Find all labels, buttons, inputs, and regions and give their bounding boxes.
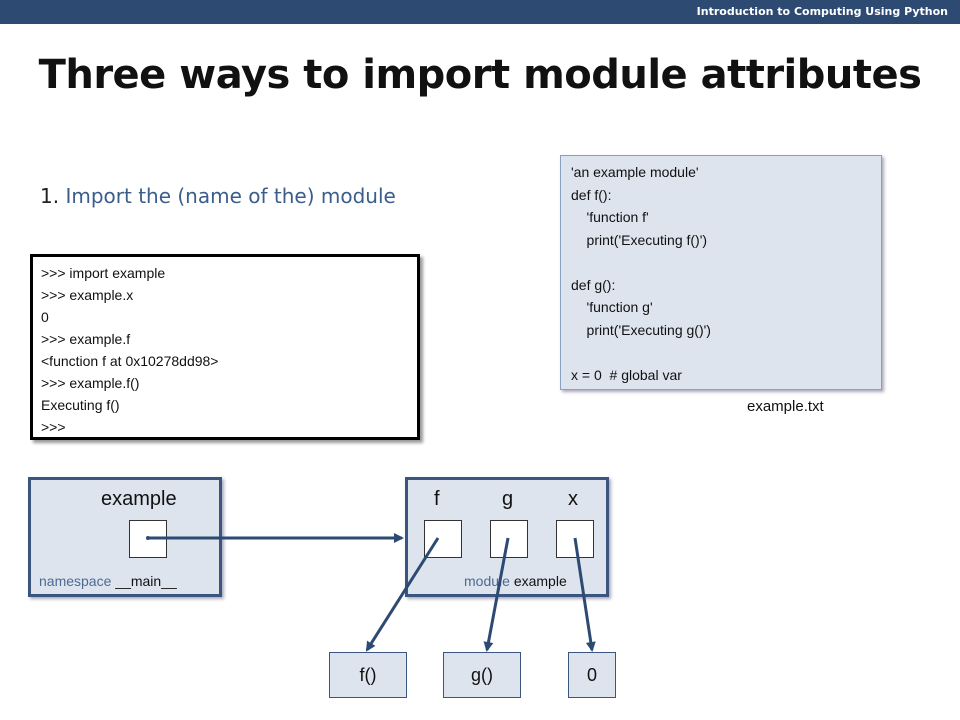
bullet-number: 1.: [40, 184, 60, 208]
object-function-g: g(): [443, 652, 521, 698]
caption-name: example: [513, 573, 567, 589]
source-line: print('Executing f()'): [571, 231, 708, 248]
arrow-x-to-zero: [573, 537, 596, 652]
shell-line: 0: [41, 309, 49, 325]
slide-title: Three ways to import module attributes: [38, 52, 922, 98]
name-x: x: [568, 488, 578, 510]
source-line: x = 0 # global var: [571, 366, 682, 383]
caption-prefix: namespace: [39, 573, 112, 589]
shell-line: >>> example.f: [41, 331, 131, 347]
shell-line: <function f at 0x10278dd98>: [41, 353, 219, 369]
shell-line: >>> import example: [41, 265, 166, 281]
shell-line: >>> example.x: [41, 287, 134, 303]
arrow-f-to-function: [365, 537, 440, 652]
header-bar: Introduction to Computing Using Python: [0, 0, 960, 24]
module-source-box: 'an example module' def f(): 'function f…: [560, 155, 882, 390]
module-namespace-box: f g x module example: [405, 477, 609, 597]
object-int-zero: 0: [568, 652, 616, 698]
course-title: Introduction to Computing Using Python: [696, 5, 948, 18]
caption-name: __main__: [115, 573, 177, 589]
main-namespace-caption: namespace __main__: [39, 573, 177, 589]
source-line: print('Executing g()'): [571, 321, 711, 338]
var-name-example: example: [101, 488, 177, 510]
arrow-g-to-function: [483, 537, 510, 652]
module-filename: example.txt: [747, 398, 824, 415]
shell-line: >>>: [41, 419, 66, 435]
python-shell-box: >>> import example >>> example.x 0 >>> e…: [30, 254, 420, 440]
name-f: f: [434, 488, 440, 510]
source-line: def f():: [571, 186, 612, 203]
bullet-point: 1. Import the (name of the) module: [40, 184, 396, 208]
bullet-text: Import the (name of the) module: [65, 184, 396, 208]
source-line: 'function f': [571, 209, 649, 225]
source-line: def g():: [571, 276, 616, 293]
object-function-f: f(): [329, 652, 407, 698]
source-line: 'an example module': [571, 164, 699, 180]
name-g: g: [502, 488, 514, 510]
shell-line: Executing f(): [41, 397, 120, 413]
source-line: 'function g': [571, 299, 653, 315]
shell-line: >>> example.f(): [41, 375, 140, 391]
